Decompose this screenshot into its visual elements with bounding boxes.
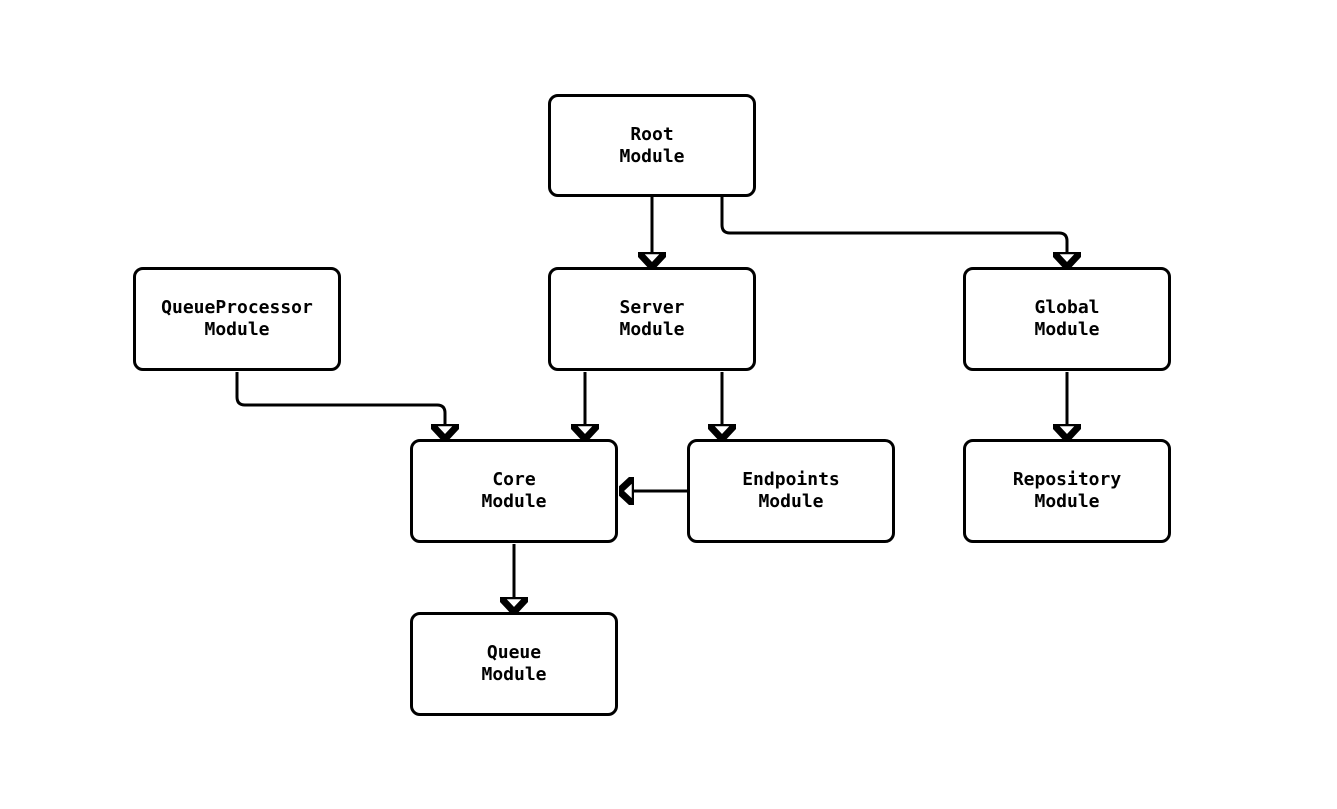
node-server-module-label: Server Module	[619, 297, 685, 340]
edge-queueprocessor-to-core	[235, 372, 445, 424]
node-repository-module: Repository Module	[963, 439, 1171, 543]
node-queue-module-label: Queue Module	[481, 642, 547, 685]
node-global-module-label: Global Module	[1034, 297, 1100, 340]
edge-root-to-global	[720, 197, 1067, 252]
node-core-module-label: Core Module	[481, 469, 547, 512]
node-queueprocessor-module-label: QueueProcessor Module	[161, 297, 313, 340]
node-core-module: Core Module	[410, 439, 618, 543]
node-endpoints-module-label: Endpoints Module	[742, 469, 840, 512]
node-queueprocessor-module: QueueProcessor Module	[133, 267, 341, 371]
node-server-module: Server Module	[548, 267, 756, 371]
node-root-module-label: Root Module	[619, 123, 685, 167]
node-global-module: Global Module	[963, 267, 1171, 371]
node-queue-module: Queue Module	[410, 612, 618, 716]
node-root-module: Root Module	[548, 94, 756, 197]
node-repository-module-label: Repository Module	[1012, 469, 1122, 512]
node-endpoints-module: Endpoints Module	[687, 439, 895, 543]
